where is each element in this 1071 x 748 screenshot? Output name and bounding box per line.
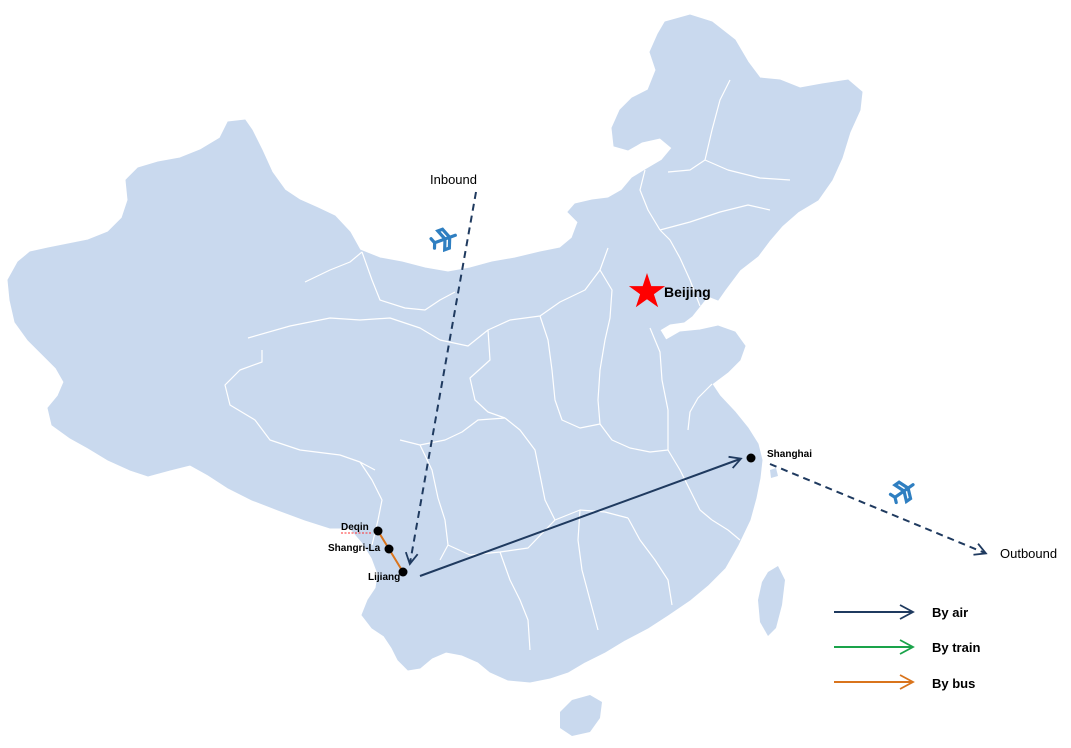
legend-air-label: By air [932,605,968,620]
airplane-icon [888,480,915,505]
legend-bus-label: By bus [932,676,975,691]
hainan-island [560,695,602,736]
city-dot-deqin [373,526,383,536]
city-dot-shanghai [746,453,756,463]
lijiang-shanghai-air-route [419,455,743,577]
city-label-shanghai: Shanghai [767,449,812,460]
airplane-icon [429,227,457,253]
city-dot-lijiang [398,567,408,577]
city-label-lijiang: Lijiang [368,572,400,583]
outbound-air-route [769,463,988,556]
legend-train-label: By train [932,640,980,655]
city-dot-shangrila [384,544,394,554]
zhoushan-island [770,468,778,478]
inbound-label: Inbound [430,172,477,187]
inbound-air-route [404,191,477,566]
capital-label: Beijing [664,284,711,300]
city-label-shangrila: Shangri-La [328,543,381,554]
taiwan-island [758,566,785,636]
capital-star-icon [628,273,666,308]
china-landmass [7,14,863,683]
outbound-label: Outbound [1000,546,1057,561]
legend: By air By train By bus [834,604,980,691]
city-label-deqin: Deqin [341,522,369,533]
province-borders [224,79,791,651]
